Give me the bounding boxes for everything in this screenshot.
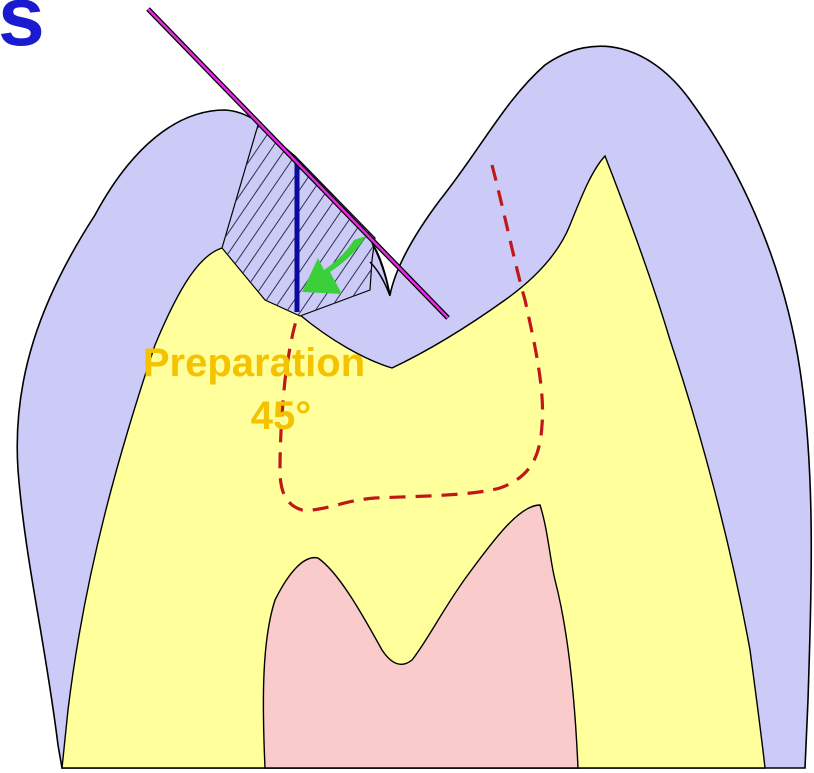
angle-label: 45° [251,394,312,438]
slide-title-fragment: s [0,0,45,63]
preparation-label: Preparation [143,341,365,385]
